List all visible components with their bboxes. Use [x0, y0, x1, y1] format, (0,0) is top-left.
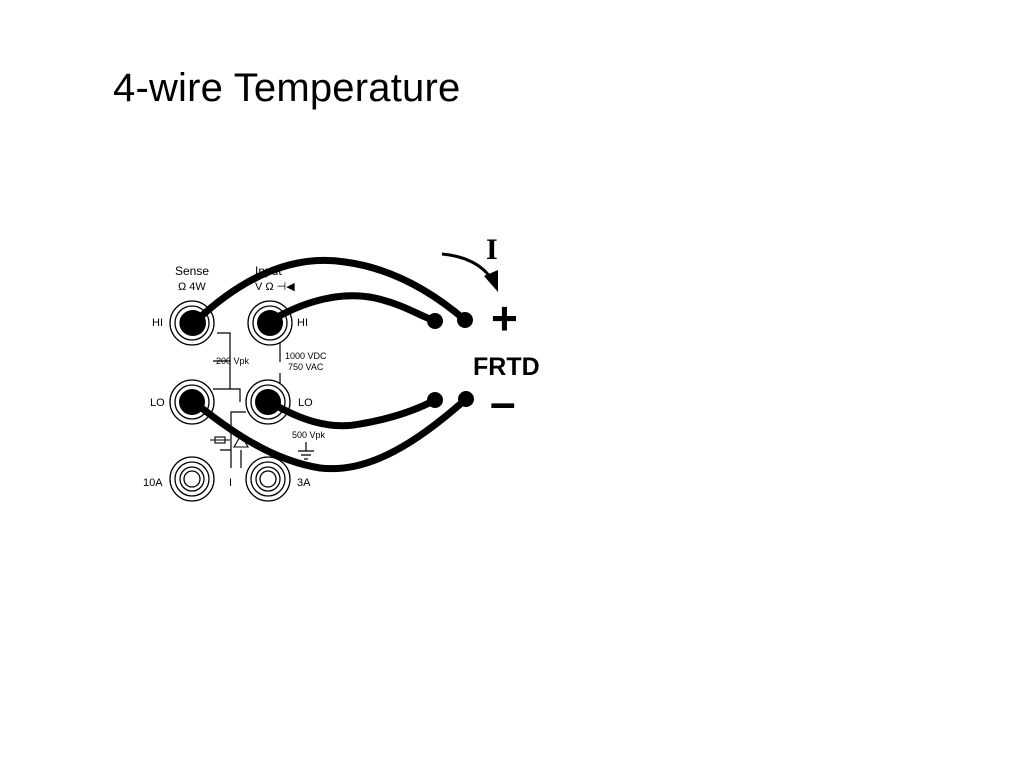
sensor-terminal-plus-outer [457, 312, 473, 328]
sense-lo-label: LO [150, 397, 165, 409]
input-hi-label: HI [297, 317, 308, 329]
amp10-jack[interactable] [169, 456, 215, 502]
current-arrow-head [484, 270, 498, 292]
input-hi-jack[interactable] [247, 300, 293, 346]
sense-hi-wire [191, 256, 469, 326]
ground-icon [298, 442, 314, 460]
sense-hi-label: HI [152, 317, 163, 329]
sense-label: Sense [175, 264, 209, 278]
current-symbol: I [486, 233, 498, 266]
current-terminal-label: I [229, 477, 232, 489]
sense-sublabel: Ω 4W [178, 281, 206, 293]
input-hi-wire [268, 292, 439, 325]
input-lo-label: LO [298, 397, 313, 409]
sensor-terminal-minus-outer [458, 391, 474, 407]
input-rating-label-1: 1000 VDC [285, 351, 327, 361]
lo-rating-label: 500 Vpk [292, 430, 326, 440]
sense-rating-label: 200 Vpk [216, 356, 250, 366]
amp3-jack[interactable] [245, 456, 291, 502]
sensor-name: FRTD [473, 353, 540, 381]
plus-sign: + [491, 292, 518, 344]
input-rating-label-2: 750 VAC [288, 362, 324, 372]
minus-sign: – [490, 376, 516, 428]
amp3-label: 3A [297, 477, 311, 489]
amp10-label: 10A [143, 477, 163, 489]
sensor-terminal-plus-inner [427, 313, 443, 329]
sense-bracket-line [213, 332, 241, 402]
page-title: 4-wire Temperature [113, 66, 461, 110]
sensor-terminal-minus-inner [427, 392, 443, 408]
sense-lo-wire [191, 395, 470, 473]
input-lo-wire [266, 396, 439, 430]
input-sublabel: V Ω ⊣◀ [255, 281, 295, 293]
